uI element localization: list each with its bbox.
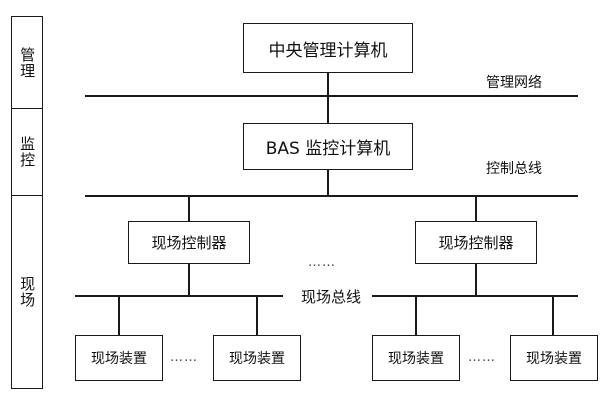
ellipsis-devices-left: …… xyxy=(170,350,198,365)
node-field-controller-right[interactable]: 现场控制器 xyxy=(415,221,537,264)
link-bas-to-control-bus xyxy=(327,170,329,196)
tier-cell-field: 现场 xyxy=(12,196,42,388)
bus-line-control xyxy=(85,195,578,197)
link-field-bus-to-device-1 xyxy=(118,295,120,336)
link-mgmt-network-to-bas xyxy=(327,95,329,123)
node-label-central-management-computer: 中央管理计算机 xyxy=(268,40,388,61)
node-field-controller-left[interactable]: 现场控制器 xyxy=(128,221,250,264)
bus-line-field-left xyxy=(75,295,283,297)
tier-label-field: 现场 xyxy=(18,276,37,308)
link-field-bus-to-device-3 xyxy=(415,295,417,336)
node-label-field-controller-left: 现场控制器 xyxy=(151,234,227,252)
tier-label-management: 管理 xyxy=(18,46,37,79)
link-control-bus-to-controller-left xyxy=(188,195,190,221)
bus-label-field: 现场总线 xyxy=(295,286,368,307)
tier-column: 管理 监控 现场 xyxy=(11,16,43,389)
node-field-device-2[interactable]: 现场装置 xyxy=(213,335,301,381)
node-label-field-device-2: 现场装置 xyxy=(229,351,285,367)
link-field-bus-to-device-2 xyxy=(256,295,258,336)
node-label-field-device-4: 现场装置 xyxy=(526,351,582,367)
link-controller-right-to-field-bus xyxy=(475,263,477,296)
link-controller-left-to-field-bus xyxy=(188,263,190,296)
bus-label-control: 控制总线 xyxy=(486,161,542,177)
ellipsis-between-controllers: …… xyxy=(308,255,336,270)
node-field-device-1[interactable]: 现场装置 xyxy=(75,335,163,381)
node-field-device-4[interactable]: 现场装置 xyxy=(510,335,598,381)
bus-line-management-network xyxy=(85,95,578,97)
ellipsis-devices-right: …… xyxy=(468,350,496,365)
node-label-field-device-1: 现场装置 xyxy=(91,351,147,367)
link-field-bus-to-device-4 xyxy=(552,295,554,336)
node-central-management-computer[interactable]: 中央管理计算机 xyxy=(243,23,413,73)
node-label-field-device-3: 现场装置 xyxy=(388,351,444,367)
node-label-field-controller-right: 现场控制器 xyxy=(438,234,514,252)
node-bas-supervision-computer[interactable]: BAS 监控计算机 xyxy=(243,123,413,170)
tier-cell-supervision: 监控 xyxy=(12,109,42,196)
node-label-bas-supervision-computer: BAS 监控计算机 xyxy=(265,139,391,159)
link-control-bus-to-controller-right xyxy=(475,195,477,221)
node-field-device-3[interactable]: 现场装置 xyxy=(372,335,460,381)
tier-cell-management: 管理 xyxy=(12,17,42,109)
bus-label-management-network: 管理网络 xyxy=(486,75,542,91)
link-central-to-mgmt-network xyxy=(327,73,329,96)
tier-label-supervision: 监控 xyxy=(18,136,37,168)
